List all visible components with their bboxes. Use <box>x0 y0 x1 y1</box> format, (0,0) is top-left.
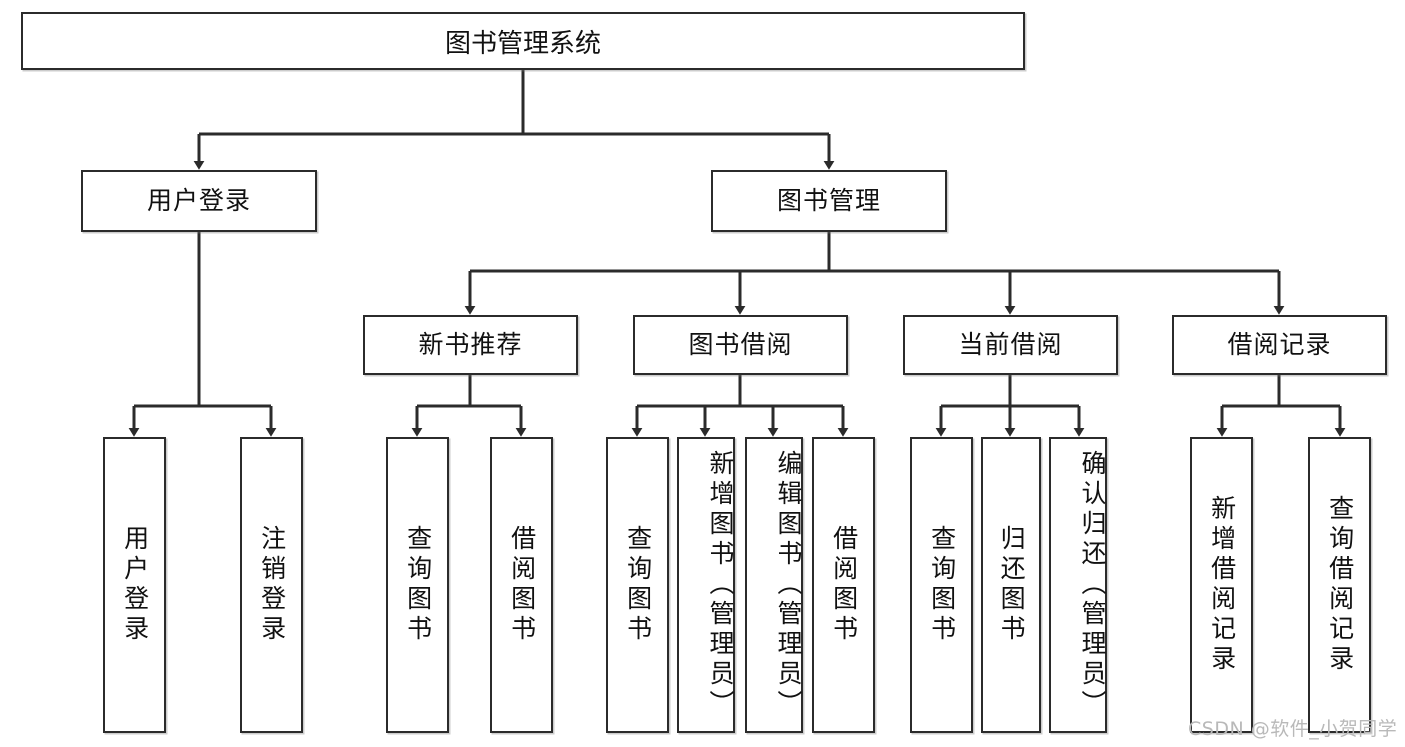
leaf-book-borrow-borrow-label: 借阅图书 <box>829 525 859 645</box>
node-book-manage-label: 图书管理 <box>776 186 881 216</box>
leaf-book-borrow-query-label: 查询图书 <box>623 525 653 645</box>
leaf-borrow-record-query[interactable]: 查询借阅记录 <box>1308 437 1371 733</box>
node-root-system[interactable]: 图书管理系统 <box>21 12 1025 70</box>
leaf-current-borrow-confirm-label: 确认归还（管理员） <box>1078 450 1107 720</box>
node-borrow-record-label: 借阅记录 <box>1227 330 1332 360</box>
node-book-borrow-label: 图书借阅 <box>688 330 793 360</box>
node-book-borrow[interactable]: 图书借阅 <box>633 315 848 375</box>
node-user-login[interactable]: 用户登录 <box>81 170 317 232</box>
leaf-current-borrow-query[interactable]: 查询图书 <box>910 437 973 733</box>
node-borrow-record[interactable]: 借阅记录 <box>1172 315 1387 375</box>
leaf-new-book-query[interactable]: 查询图书 <box>386 437 449 733</box>
leaf-book-borrow-borrow[interactable]: 借阅图书 <box>812 437 875 733</box>
leaf-book-borrow-query[interactable]: 查询图书 <box>606 437 669 733</box>
node-new-book-recommend-label: 新书推荐 <box>418 330 523 360</box>
leaf-borrow-record-add-label: 新增借阅记录 <box>1207 495 1237 675</box>
leaf-user-login-login[interactable]: 用户登录 <box>103 437 166 733</box>
leaf-book-borrow-add-label: 新增图书（管理员） <box>706 450 735 720</box>
leaf-new-book-query-label: 查询图书 <box>403 525 433 645</box>
leaf-new-book-borrow-label: 借阅图书 <box>507 525 537 645</box>
leaf-current-borrow-return[interactable]: 归还图书 <box>981 437 1041 733</box>
leaf-current-borrow-query-label: 查询图书 <box>927 525 957 645</box>
leaf-user-login-login-label: 用户登录 <box>120 525 150 645</box>
leaf-current-borrow-confirm[interactable]: 确认归还（管理员） <box>1049 437 1107 733</box>
leaf-borrow-record-add[interactable]: 新增借阅记录 <box>1190 437 1253 733</box>
leaf-new-book-borrow[interactable]: 借阅图书 <box>490 437 553 733</box>
node-new-book-recommend[interactable]: 新书推荐 <box>363 315 578 375</box>
leaf-book-borrow-add[interactable]: 新增图书（管理员） <box>677 437 735 733</box>
node-user-login-label: 用户登录 <box>146 186 251 216</box>
leaf-user-login-logout-label: 注销登录 <box>257 525 287 645</box>
node-current-borrow-label: 当前借阅 <box>958 330 1063 360</box>
leaf-current-borrow-return-label: 归还图书 <box>997 525 1027 645</box>
node-current-borrow[interactable]: 当前借阅 <box>903 315 1118 375</box>
leaf-book-borrow-edit-label: 编辑图书（管理员） <box>774 450 803 720</box>
node-book-manage[interactable]: 图书管理 <box>711 170 947 232</box>
node-root-system-label: 图书管理系统 <box>444 28 601 59</box>
csdn-watermark: CSDN @软件_小贺同学 <box>1188 718 1398 740</box>
leaf-borrow-record-query-label: 查询借阅记录 <box>1325 495 1355 675</box>
leaf-book-borrow-edit[interactable]: 编辑图书（管理员） <box>745 437 803 733</box>
leaf-user-login-logout[interactable]: 注销登录 <box>240 437 303 733</box>
